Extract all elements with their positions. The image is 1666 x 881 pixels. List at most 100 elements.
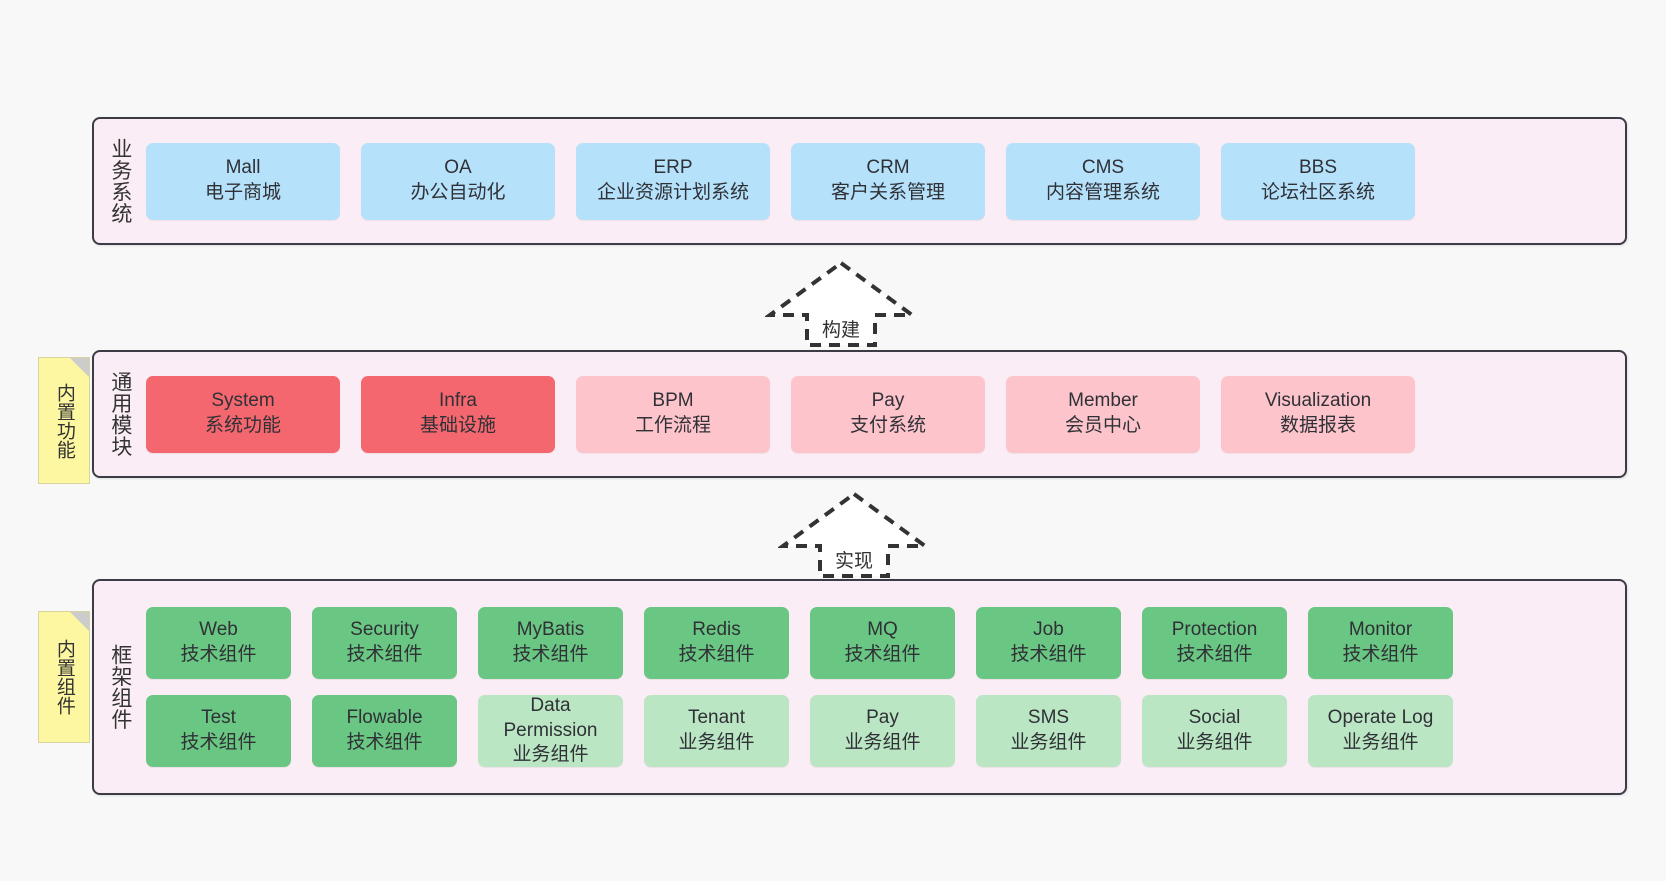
component-card[interactable]: Pay 支付系统	[791, 375, 985, 453]
component-card[interactable]: Pay 业务组件	[810, 695, 955, 767]
card-subtitle: 技术组件	[346, 644, 423, 665]
component-card[interactable]: Social 业务组件	[1142, 695, 1287, 767]
card-title: ERP	[653, 157, 693, 179]
framework-layer-title: 框架组件	[108, 644, 132, 730]
card-subtitle: 会员中心	[1064, 415, 1141, 436]
card-subtitle: 办公自动化	[410, 182, 506, 203]
card-title: Infra	[438, 390, 478, 412]
component-card[interactable]: Visualization 数据报表	[1221, 375, 1415, 453]
card-subtitle: 业务组件	[1010, 732, 1087, 753]
component-card[interactable]: Security 技术组件	[312, 607, 457, 679]
component-card[interactable]: SMS 业务组件	[976, 695, 1121, 767]
component-card[interactable]: BBS 论坛社区系统	[1221, 142, 1415, 220]
card-subtitle: 支付系统	[849, 415, 926, 436]
component-card[interactable]: System 系统功能	[146, 375, 340, 453]
card-subtitle: 技术组件	[844, 644, 921, 665]
builtin-components-note: 内置组件	[38, 611, 90, 743]
component-card[interactable]: Test 技术组件	[146, 695, 291, 767]
card-subtitle: 业务组件	[512, 744, 589, 766]
card-title: Member	[1068, 390, 1138, 412]
component-card[interactable]: MyBatis 技术组件	[478, 607, 623, 679]
builtin-features-note: 内置功能	[38, 357, 90, 484]
card-title: Job	[1033, 619, 1064, 641]
component-card[interactable]: Flowable 技术组件	[312, 695, 457, 767]
component-card[interactable]: Tenant 业务组件	[644, 695, 789, 767]
card-title: Operate Log	[1327, 707, 1434, 729]
build-arrow-label: 构建	[821, 320, 860, 341]
card-title: Monitor	[1348, 619, 1413, 641]
component-card[interactable]: Data Permission 业务组件	[478, 695, 623, 767]
card-title: CRM	[866, 157, 910, 179]
card-title: MyBatis	[516, 619, 585, 641]
card-title: Mall	[225, 157, 261, 179]
card-subtitle: 技术组件	[1342, 644, 1419, 665]
card-subtitle: 客户关系管理	[830, 182, 945, 203]
card-subtitle: 技术组件	[512, 644, 589, 665]
card-subtitle: 基础设施	[419, 415, 496, 436]
card-subtitle: 技术组件	[180, 644, 257, 665]
component-card[interactable]: Redis 技术组件	[644, 607, 789, 679]
card-subtitle: 技术组件	[180, 732, 257, 753]
card-title: BPM	[652, 390, 694, 412]
component-card[interactable]: CRM 客户关系管理	[791, 142, 985, 220]
card-title: Pay	[866, 707, 899, 729]
card-subtitle: 技术组件	[1176, 644, 1253, 665]
card-title: SMS	[1027, 707, 1070, 729]
card-title: Data Permission	[503, 694, 598, 741]
component-card[interactable]: Job 技术组件	[976, 607, 1121, 679]
card-title: Web	[199, 619, 238, 641]
card-title: Security	[350, 619, 419, 641]
card-title: Pay	[871, 390, 905, 412]
card-title: BBS	[1298, 157, 1338, 179]
card-subtitle: 业务组件	[1176, 732, 1253, 753]
card-title: System	[211, 390, 275, 412]
component-card[interactable]: Infra 基础设施	[361, 375, 555, 453]
card-title: Tenant	[687, 707, 746, 729]
component-card[interactable]: Monitor 技术组件	[1308, 607, 1453, 679]
card-title: Social	[1188, 707, 1241, 729]
component-card[interactable]: Member 会员中心	[1006, 375, 1200, 453]
module-layer-title: 通用模块	[108, 371, 132, 457]
component-card[interactable]: Web 技术组件	[146, 607, 291, 679]
implement-arrow-label: 实现	[834, 551, 873, 572]
card-title: MQ	[867, 619, 898, 641]
card-title: Protection	[1171, 619, 1258, 641]
card-subtitle: 技术组件	[1010, 644, 1087, 665]
card-title: Flowable	[346, 707, 423, 729]
note-fold-corner-icon	[70, 358, 89, 377]
business-layer-title: 业务系统	[108, 138, 132, 224]
card-title: Visualization	[1264, 390, 1372, 412]
builtin-components-note-label: 内置组件	[53, 639, 75, 715]
card-subtitle: 内容管理系统	[1045, 182, 1160, 203]
component-card[interactable]: MQ 技术组件	[810, 607, 955, 679]
card-subtitle: 系统功能	[204, 415, 281, 436]
card-title: Test	[201, 707, 236, 729]
implement-relation-arrow: 实现	[778, 489, 930, 581]
note-fold-corner-icon	[70, 612, 89, 631]
card-subtitle: 业务组件	[678, 732, 755, 753]
card-title: Redis	[692, 619, 741, 641]
card-subtitle: 技术组件	[346, 732, 423, 753]
card-subtitle: 业务组件	[844, 732, 921, 753]
card-subtitle: 论坛社区系统	[1260, 182, 1375, 203]
component-card[interactable]: Protection 技术组件	[1142, 607, 1287, 679]
builtin-features-note-label: 内置功能	[53, 382, 75, 459]
card-subtitle: 技术组件	[678, 644, 755, 665]
card-subtitle: 数据报表	[1279, 415, 1356, 436]
